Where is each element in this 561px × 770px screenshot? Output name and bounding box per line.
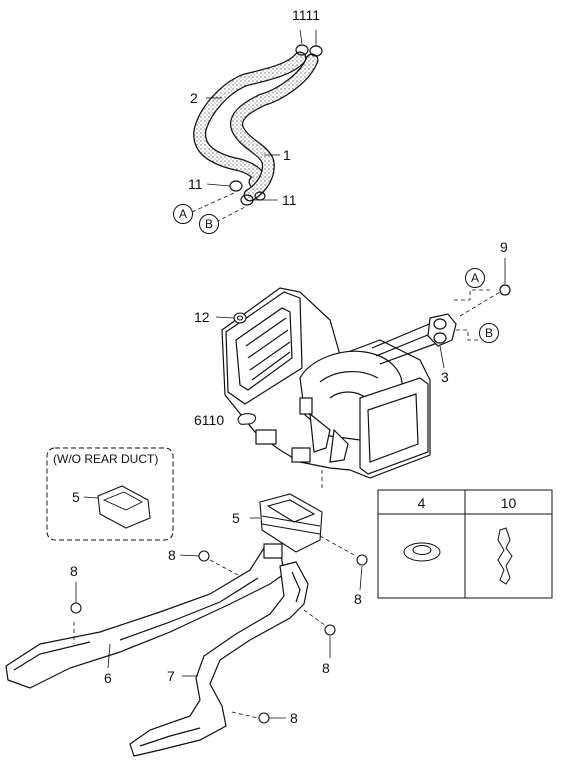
heater-unit (221, 287, 441, 488)
duct-connector-5 (250, 493, 323, 553)
label-hose-upper: 2 (190, 90, 198, 106)
label-screw-right: 8 (354, 591, 362, 607)
label-duct-front: 6 (104, 670, 112, 686)
connector-b-right-callout: B (479, 323, 499, 343)
label-screw-left-top: 8 (168, 547, 176, 563)
water-valve (427, 258, 511, 369)
label-screw-mid-right: 8 (322, 660, 330, 676)
screws-8 (70, 535, 368, 724)
label-duct-connector-alt: 5 (72, 489, 80, 505)
label-duct-connector-main: 5 (232, 510, 240, 526)
label-hose-lower: 1 (283, 147, 291, 163)
label-valve: 3 (441, 369, 449, 385)
label-sensor: 6110 (194, 412, 225, 428)
sensor-6110 (237, 413, 257, 425)
grommet-12 (215, 312, 247, 324)
label-clamp-left: 11 (188, 176, 203, 192)
variant-box-title: (W/O REAR DUCT) (53, 452, 159, 466)
label-duct-rear: 7 (167, 668, 175, 684)
connector-a-right-callout: A (465, 268, 485, 288)
variant-box (46, 447, 174, 541)
label-clamp-right: 11 (282, 192, 297, 208)
label-screw-bottom: 8 (290, 710, 298, 726)
connector-a-callout: A (173, 204, 193, 224)
parts-table (377, 489, 553, 599)
connector-b-callout: B (199, 214, 219, 234)
label-screw-top-right: 9 (500, 239, 508, 255)
label-screw-far-left: 8 (70, 563, 78, 579)
label-grommet: 12 (194, 309, 210, 325)
front-duct-6 (5, 543, 285, 689)
table-header-part-4: 4 (417, 495, 426, 511)
label-hose-clamps-top: 1111 (292, 7, 321, 23)
table-header-part-10: 10 (500, 495, 517, 511)
rear-duct-7 (129, 561, 309, 757)
heater-hose-assembly (191, 29, 323, 223)
